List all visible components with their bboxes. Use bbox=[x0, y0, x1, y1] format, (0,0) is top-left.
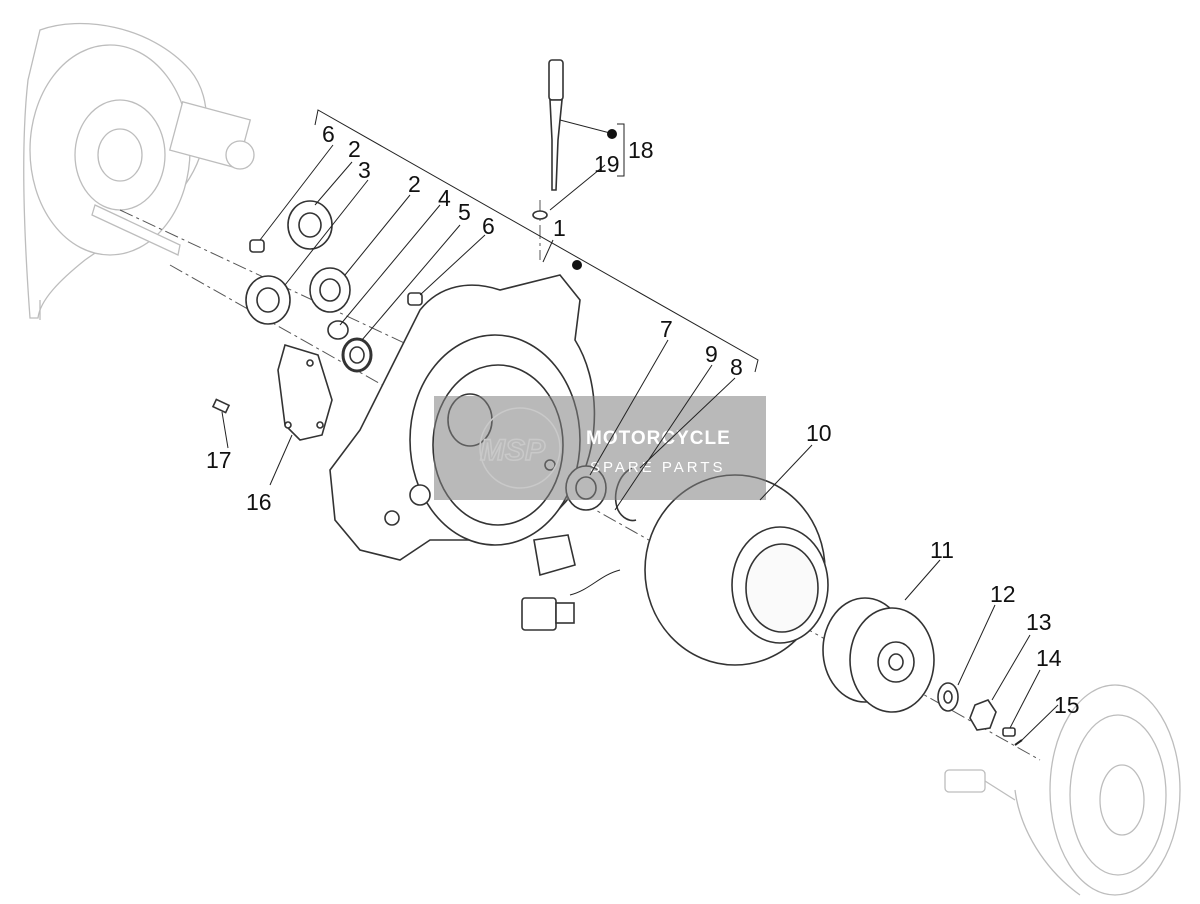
callout-label: 6 bbox=[322, 121, 335, 147]
callout-label: 18 bbox=[628, 137, 654, 163]
callout-label: 5 bbox=[458, 199, 471, 225]
callout-label: 15 bbox=[1054, 692, 1080, 718]
part-number-callouts: 6 2 3 2 4 5 6 1 18 19 7 9 8 10 11 12 13 … bbox=[206, 121, 1080, 718]
callout-label: 19 bbox=[594, 151, 620, 177]
gasket-cover-part bbox=[211, 343, 333, 441]
callout-label: 7 bbox=[660, 316, 673, 342]
callout-label: 4 bbox=[438, 185, 451, 211]
callout-label: 14 bbox=[1036, 645, 1062, 671]
engine-block-drawing bbox=[23, 22, 255, 320]
leader-lines bbox=[221, 119, 1059, 741]
flywheel-cover-drawing bbox=[944, 684, 1181, 896]
stator-part bbox=[521, 474, 829, 666]
callout-label: 8 bbox=[730, 354, 743, 380]
watermark-title: MOTORCYCLE bbox=[586, 428, 731, 449]
fastener-parts bbox=[937, 682, 1023, 746]
globe-icon bbox=[479, 407, 561, 489]
callout-label: 9 bbox=[705, 341, 718, 367]
callout-label: 13 bbox=[1026, 609, 1052, 635]
callout-label: 12 bbox=[990, 581, 1016, 607]
watermark-logo: MSP bbox=[480, 434, 546, 467]
watermark: MSP MOTORCYCLE SPARE PARTS bbox=[434, 396, 766, 500]
callout-label: 16 bbox=[246, 489, 272, 515]
callout-label: 2 bbox=[348, 136, 361, 162]
assembly-bracket bbox=[314, 109, 759, 373]
rotor-part bbox=[822, 597, 935, 713]
watermark-subtitle: SPARE PARTS bbox=[590, 459, 726, 476]
callout-label: 6 bbox=[482, 213, 495, 239]
watermark-box bbox=[434, 396, 766, 500]
callout-label: 1 bbox=[553, 215, 566, 241]
callout-label: 2 bbox=[408, 171, 421, 197]
dipstick-part bbox=[532, 59, 564, 220]
callout-label: 11 bbox=[930, 537, 954, 563]
bearing-parts bbox=[245, 200, 423, 373]
callout-label: 10 bbox=[806, 420, 832, 446]
callout-label: 3 bbox=[358, 157, 371, 183]
callout-label: 17 bbox=[206, 447, 232, 473]
